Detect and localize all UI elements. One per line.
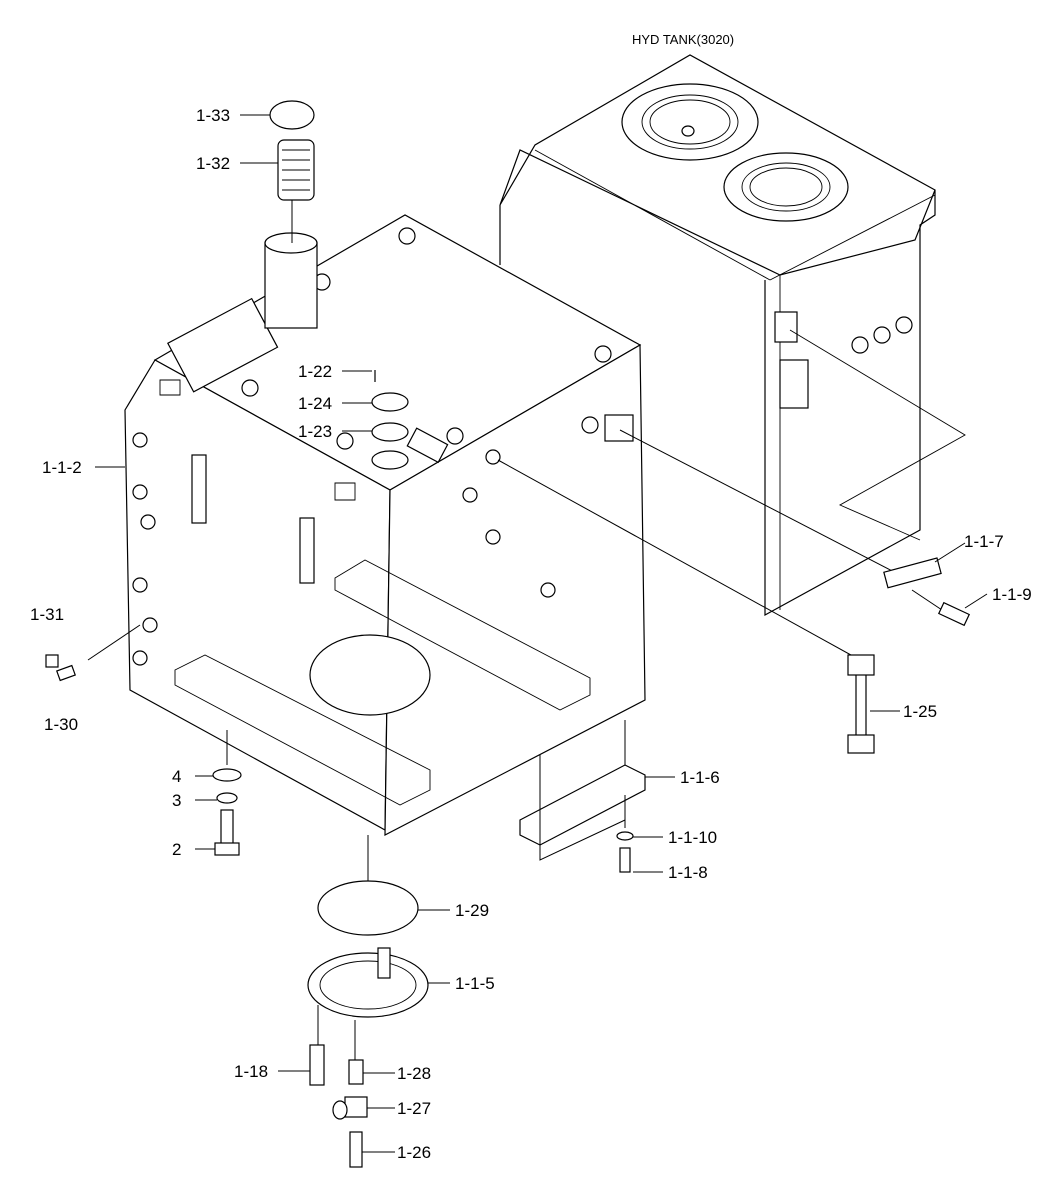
- label-1-1-5: 1-1-5: [455, 974, 495, 993]
- tank-body: [124, 214, 646, 836]
- label-1-1-2: 1-1-2: [42, 458, 82, 477]
- label-1-27: 1-27: [397, 1099, 431, 1118]
- bracket-plate: [619, 429, 971, 627]
- gasket-1-29: [317, 880, 419, 936]
- label-1-24: 1-24: [298, 394, 332, 413]
- side-cover: [779, 359, 809, 409]
- label-3: 3: [172, 791, 181, 810]
- mount-bolt-stack: [212, 730, 242, 856]
- label-1-32: 1-32: [196, 154, 230, 173]
- label-1-1-10: 1-1-10: [668, 828, 717, 847]
- label-2: 2: [172, 840, 181, 859]
- label-1-30: 1-30: [44, 715, 78, 734]
- label-1-18: 1-18: [234, 1062, 268, 1081]
- label-1-1-6: 1-1-6: [680, 768, 720, 787]
- label-1-33: 1-33: [196, 106, 230, 125]
- bolt-1-18: [309, 1044, 325, 1086]
- label-1-1-9: 1-1-9: [992, 585, 1032, 604]
- side-plate: [774, 311, 798, 343]
- label-1-22: 1-22: [298, 362, 332, 381]
- label-1-25: 1-25: [903, 702, 937, 721]
- lower-bracket: [519, 720, 646, 873]
- breather-cap: [269, 100, 315, 130]
- label-1-1-7: 1-1-7: [964, 532, 1004, 551]
- label-1-26: 1-26: [397, 1143, 431, 1162]
- diagram-title: HYD TANK(3020): [632, 32, 734, 47]
- label-1-23: 1-23: [298, 422, 332, 441]
- label-4: 4: [172, 767, 181, 786]
- label-1-1-8: 1-1-8: [668, 863, 708, 882]
- label-1-31: 1-31: [30, 605, 64, 624]
- drain-fittings: [45, 624, 141, 682]
- fitting-1-28: [348, 1059, 364, 1085]
- level-gauge: [497, 459, 875, 754]
- fitting-1-26: [349, 1131, 363, 1168]
- label-1-28: 1-28: [397, 1064, 431, 1083]
- valve-1-27: [332, 1096, 368, 1120]
- assembled-tank: [499, 54, 966, 617]
- cover-plate: [307, 947, 429, 1018]
- filter-element: [277, 139, 315, 201]
- top-flange-stack: [371, 370, 409, 470]
- label-1-29: 1-29: [455, 901, 489, 920]
